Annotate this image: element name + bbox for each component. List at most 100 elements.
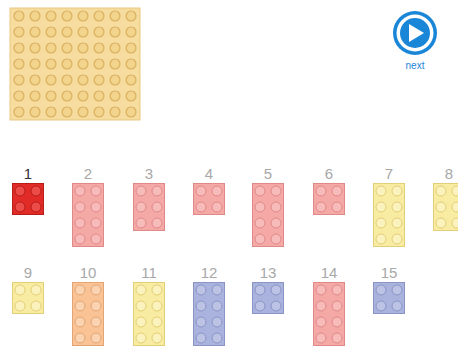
- plate-stud: [126, 59, 136, 69]
- plate-stud: [46, 59, 56, 69]
- piece-number: 13: [252, 264, 284, 282]
- plate-stud: [62, 75, 72, 85]
- plate-stud: [62, 59, 72, 69]
- piece-number: 2: [72, 165, 104, 183]
- plate-stud: [30, 91, 40, 101]
- plate-stud: [30, 11, 40, 21]
- plate-stud: [46, 27, 56, 37]
- brick-shape: [133, 183, 165, 231]
- piece-number: 14: [313, 264, 345, 282]
- brick-piece: 4: [193, 165, 225, 215]
- brick-piece: 8: [433, 165, 458, 231]
- plate-stud: [94, 43, 104, 53]
- brick-shape: [193, 282, 225, 346]
- plate-stud: [14, 11, 24, 21]
- plate-stud: [46, 75, 56, 85]
- plate-stud: [14, 75, 24, 85]
- plate-stud: [126, 91, 136, 101]
- plate-stud: [94, 75, 104, 85]
- plate-stud: [110, 107, 120, 117]
- plate-stud: [62, 91, 72, 101]
- plate-stud: [14, 43, 24, 53]
- plate-stud: [62, 107, 72, 117]
- brick-shape: [313, 183, 345, 215]
- brick-piece: 9: [12, 264, 44, 314]
- brick-shape: [313, 282, 345, 346]
- brick-shape: [252, 183, 284, 247]
- plate-stud: [78, 75, 88, 85]
- plate-stud: [46, 91, 56, 101]
- plate-stud: [78, 91, 88, 101]
- piece-number: 4: [193, 165, 225, 183]
- brick-piece: 3: [133, 165, 165, 231]
- piece-number: 12: [193, 264, 225, 282]
- piece-number: 9: [12, 264, 44, 282]
- piece-number: 3: [133, 165, 165, 183]
- brick-shape: [373, 282, 405, 314]
- plate-stud: [94, 11, 104, 21]
- plate-stud: [14, 107, 24, 117]
- plate-stud: [94, 27, 104, 37]
- plate-stud: [94, 59, 104, 69]
- plate-stud: [110, 59, 120, 69]
- plate-stud: [14, 27, 24, 37]
- brick-piece: 2: [72, 165, 104, 247]
- brick-shape: [433, 183, 458, 231]
- brick-shape: [12, 282, 44, 314]
- brick-piece: 14: [313, 264, 345, 346]
- plate-stud: [126, 11, 136, 21]
- piece-number: 11: [133, 264, 165, 282]
- brick-piece: 15: [373, 264, 405, 314]
- brick-piece: 1: [12, 165, 44, 215]
- brick-shape: [373, 183, 405, 247]
- brick-piece: 11: [133, 264, 165, 346]
- plate-stud: [30, 43, 40, 53]
- piece-number: 1: [12, 165, 44, 183]
- plate-stud: [30, 75, 40, 85]
- brick-piece: 6: [313, 165, 345, 215]
- plate-stud: [14, 59, 24, 69]
- plate-stud: [78, 11, 88, 21]
- brick-shape: [72, 282, 104, 346]
- brick-piece: 10: [72, 264, 104, 346]
- plate-stud: [126, 75, 136, 85]
- plate-stud: [62, 11, 72, 21]
- brick-shape: [12, 183, 44, 215]
- brick-piece: 12: [193, 264, 225, 346]
- piece-number: 6: [313, 165, 345, 183]
- piece-number: 5: [252, 165, 284, 183]
- brick-piece: 5: [252, 165, 284, 247]
- button-label: next: [406, 60, 425, 72]
- plate-stud: [62, 27, 72, 37]
- plate-stud: [126, 107, 136, 117]
- plate-stud: [78, 43, 88, 53]
- plate-stud: [78, 59, 88, 69]
- plate-stud: [46, 107, 56, 117]
- plate-stud: [78, 107, 88, 117]
- plate-stud: [126, 43, 136, 53]
- piece-number: 10: [72, 264, 104, 282]
- plate-stud: [110, 11, 120, 21]
- plate-stud: [110, 91, 120, 101]
- brick-piece: 7: [373, 165, 405, 247]
- plate-stud: [94, 91, 104, 101]
- plate-stud: [110, 43, 120, 53]
- plate-stud: [46, 11, 56, 21]
- brick-shape: [133, 282, 165, 346]
- piece-number: 8: [433, 165, 458, 183]
- brick-shape: [252, 282, 284, 314]
- plate-stud: [30, 107, 40, 117]
- plate-stud: [94, 107, 104, 117]
- base-plate: [10, 8, 140, 120]
- brick-piece: 13: [252, 264, 284, 314]
- plate-stud: [14, 91, 24, 101]
- plate-stud: [46, 43, 56, 53]
- plate-stud: [110, 75, 120, 85]
- plate-stud: [30, 27, 40, 37]
- plate-stud: [62, 43, 72, 53]
- plate-stud: [30, 59, 40, 69]
- plate-stud: [110, 27, 120, 37]
- plate-stud: [78, 27, 88, 37]
- piece-number: 15: [373, 264, 405, 282]
- plate-stud: [126, 27, 136, 37]
